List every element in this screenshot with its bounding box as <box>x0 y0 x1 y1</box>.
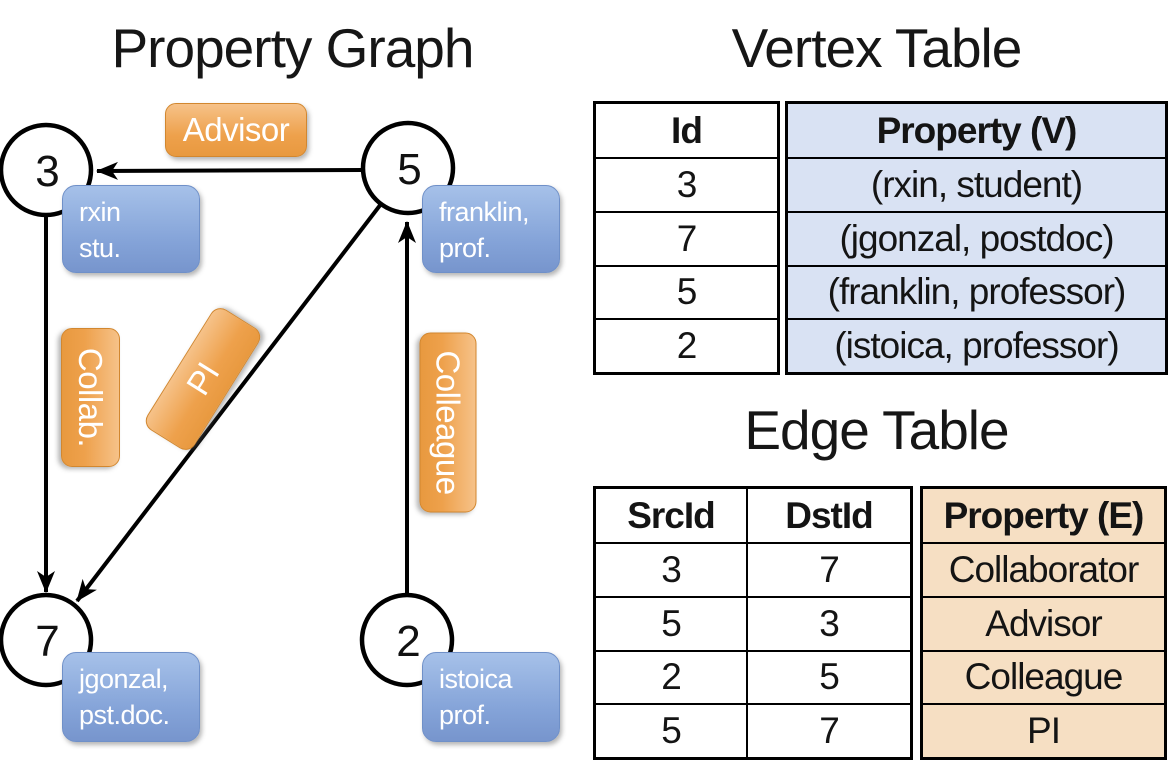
vertex-prop-box-2: istoica prof. <box>422 652 560 742</box>
vertex-table-id-column: Id 3 7 5 2 <box>593 101 780 375</box>
edge-table-dst-cell: 5 <box>746 651 910 704</box>
edge-table-property-cell: Colleague <box>923 649 1164 704</box>
vertex-table-id-cell: 2 <box>596 318 777 372</box>
vertex-table-property-cell: (franklin, professor) <box>788 264 1165 319</box>
vertex-prop-line: jgonzal, <box>79 664 169 694</box>
edge-table-src-cell: 5 <box>661 710 682 752</box>
node-id-2: 2 <box>396 617 419 666</box>
edge-table-dst-cell: 3 <box>746 597 910 650</box>
node-id-3: 3 <box>35 147 58 196</box>
edge-table-header-srcid: SrcId <box>627 494 716 536</box>
vertex-prop-line: pst.doc. <box>79 700 170 730</box>
edge-pi-5-to-7 <box>75 202 383 603</box>
vertex-table-title: Vertex Table <box>731 17 1023 79</box>
edge-table-row: 5 7 <box>596 703 910 757</box>
edge-table-row: 5 3 <box>596 595 910 650</box>
vertex-prop-line: prof. <box>439 233 491 263</box>
edge-table-src-cell: 3 <box>661 548 682 590</box>
vertex-prop-line: franklin, <box>439 197 530 227</box>
vertex-prop-line: prof. <box>439 700 491 730</box>
vertex-table-property-column: Property (V) (rxin, student) (jgonzal, p… <box>785 101 1168 375</box>
edge-table-property-cell: PI <box>923 703 1164 757</box>
vertex-table-property-cell: (rxin, student) <box>788 157 1165 211</box>
edge-label-colleague: Colleague <box>419 332 477 513</box>
edge-table-dst-cell: 7 <box>746 544 910 596</box>
vertex-table-id-cell: 3 <box>596 157 777 211</box>
edge-table-property-column: Property (E) Collaborator Advisor Collea… <box>920 486 1167 760</box>
edge-table-src-cell: 2 <box>661 656 682 698</box>
node-id-5: 5 <box>397 145 420 194</box>
vertex-prop-box-7: jgonzal, pst.doc. <box>62 652 200 742</box>
vertex-prop-line: stu. <box>79 233 121 263</box>
edge-table-header-row: SrcId DstId <box>596 489 910 542</box>
edge-table-src-cell: 5 <box>661 602 682 644</box>
edge-table-row: 2 5 <box>596 649 910 704</box>
edge-label-collab: Collab. <box>61 328 120 467</box>
edge-table-header-property: Property (E) <box>923 489 1164 542</box>
vertex-table-header-property: Property (V) <box>788 104 1165 157</box>
edge-table-dst-cell: 7 <box>746 705 910 757</box>
edge-table-header-dstid: DstId <box>746 489 910 542</box>
edge-label-advisor: Advisor <box>165 103 307 157</box>
vertex-table-property-cell: (jgonzal, postdoc) <box>788 210 1165 265</box>
node-id-7: 7 <box>35 617 58 666</box>
edge-advisor-5-to-3 <box>96 161 364 180</box>
vertex-prop-line: rxin <box>79 197 121 227</box>
edge-table-title: Edge Table <box>744 399 1009 461</box>
property-graph-title: Property Graph <box>111 17 474 79</box>
edge-table-row: 3 7 <box>596 542 910 596</box>
vertex-table-id-cell: 7 <box>596 210 777 265</box>
vertex-table-id-cell: 5 <box>596 264 777 319</box>
edge-table-ids-columns: SrcId DstId 3 7 5 3 2 5 5 7 <box>593 486 913 760</box>
edge-table-property-cell: Advisor <box>923 595 1164 650</box>
vertex-prop-box-3: rxin stu. <box>62 185 200 273</box>
vertex-table-header-id: Id <box>671 109 703 151</box>
vertex-prop-box-5: franklin, prof. <box>422 185 560 273</box>
vertex-prop-line: istoica <box>439 664 513 694</box>
edge-table-property-cell: Collaborator <box>923 542 1164 596</box>
vertex-table-property-cell: (istoica, professor) <box>788 318 1165 372</box>
